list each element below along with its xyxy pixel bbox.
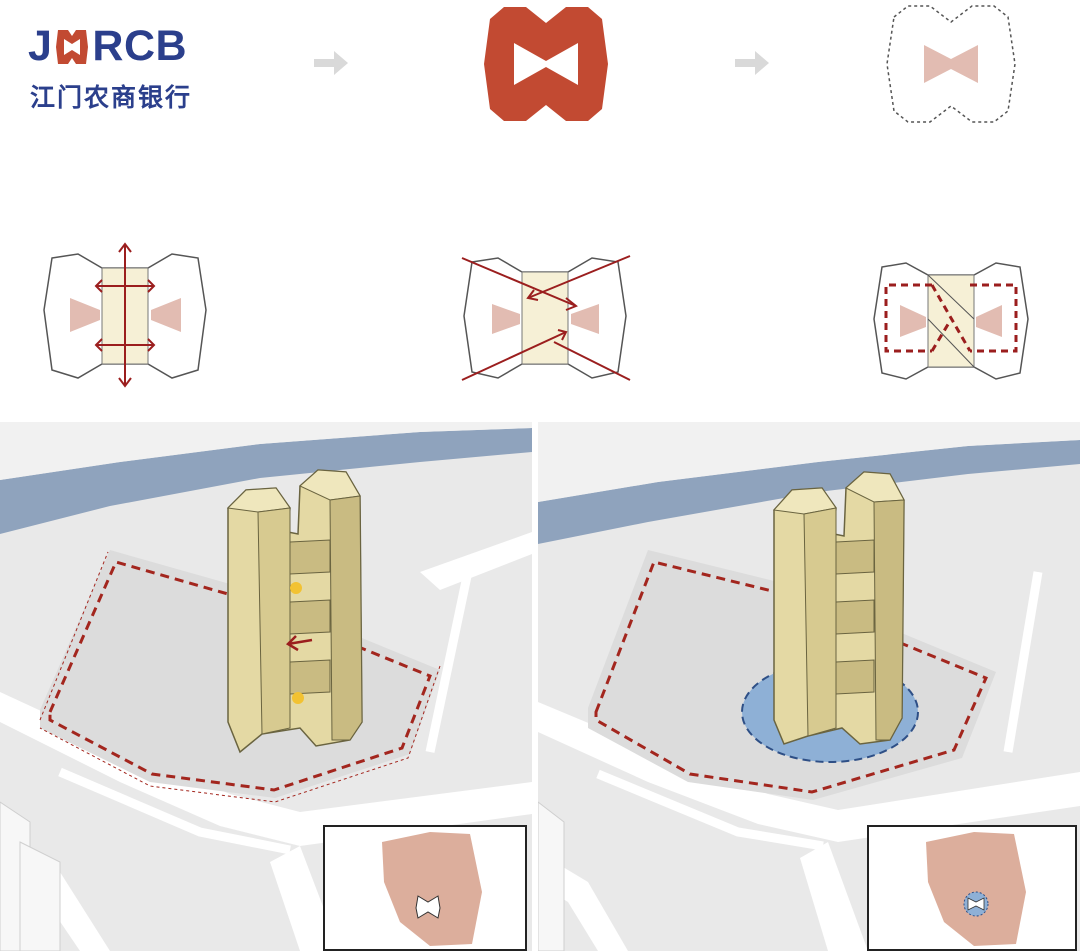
emblem-outline-icon xyxy=(884,3,1018,125)
tower-panel-left xyxy=(0,422,532,951)
logo-wordmark: J RCB xyxy=(28,22,187,71)
logo-letters-rcb: RCB xyxy=(92,22,188,70)
inset-site-shape xyxy=(382,832,482,946)
plan-loop-diagram xyxy=(868,255,1036,385)
logo-letter-j: J xyxy=(28,22,53,70)
arrow-right-icon xyxy=(733,48,771,78)
arrow-right-icon xyxy=(312,48,350,78)
plan-diagonal-diagram xyxy=(458,250,633,385)
tower-right-model xyxy=(772,471,905,745)
logo-mark-icon xyxy=(54,28,90,66)
plan-axis-diagram xyxy=(38,240,213,390)
logo-subtitle: 江门农商银行 xyxy=(30,83,193,112)
jrcb-logo: J RCB 江门农商银行 xyxy=(28,22,218,112)
tower-left-model xyxy=(226,469,363,754)
emblem-icon xyxy=(482,5,610,123)
tower-panel-right xyxy=(538,422,1080,951)
